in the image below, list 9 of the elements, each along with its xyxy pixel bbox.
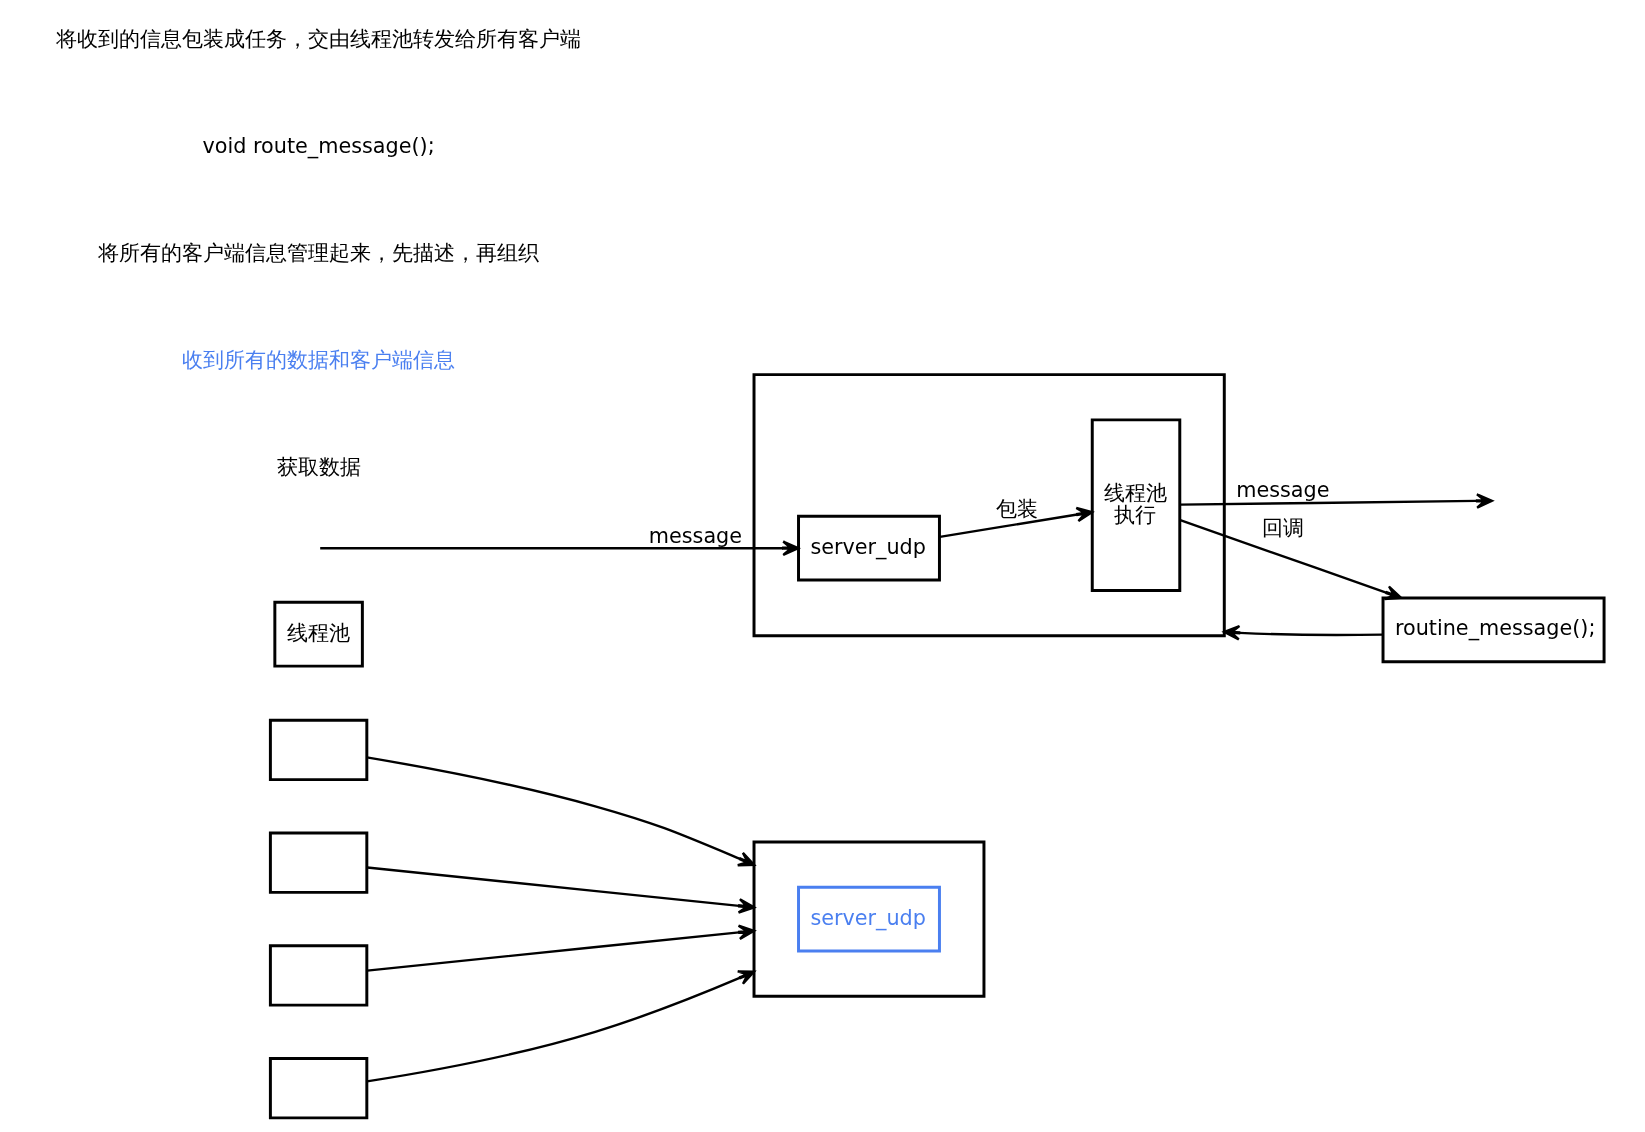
edge-label: 回调 xyxy=(1261,516,1304,541)
label: 收到所有的数据和客户端信息 xyxy=(181,347,455,372)
edge-label: 包装 xyxy=(995,496,1038,521)
edge-label: message xyxy=(1235,477,1330,502)
label: 将所有的客户端信息管理起来，先描述，再组织 xyxy=(97,240,539,265)
edge-label: message xyxy=(648,523,742,548)
label: 获取数据 xyxy=(276,454,361,479)
label: 将收到的信息包装成任务，交由线程池转发给所有客户端 xyxy=(55,27,581,52)
label: void route_message(); xyxy=(202,134,435,159)
